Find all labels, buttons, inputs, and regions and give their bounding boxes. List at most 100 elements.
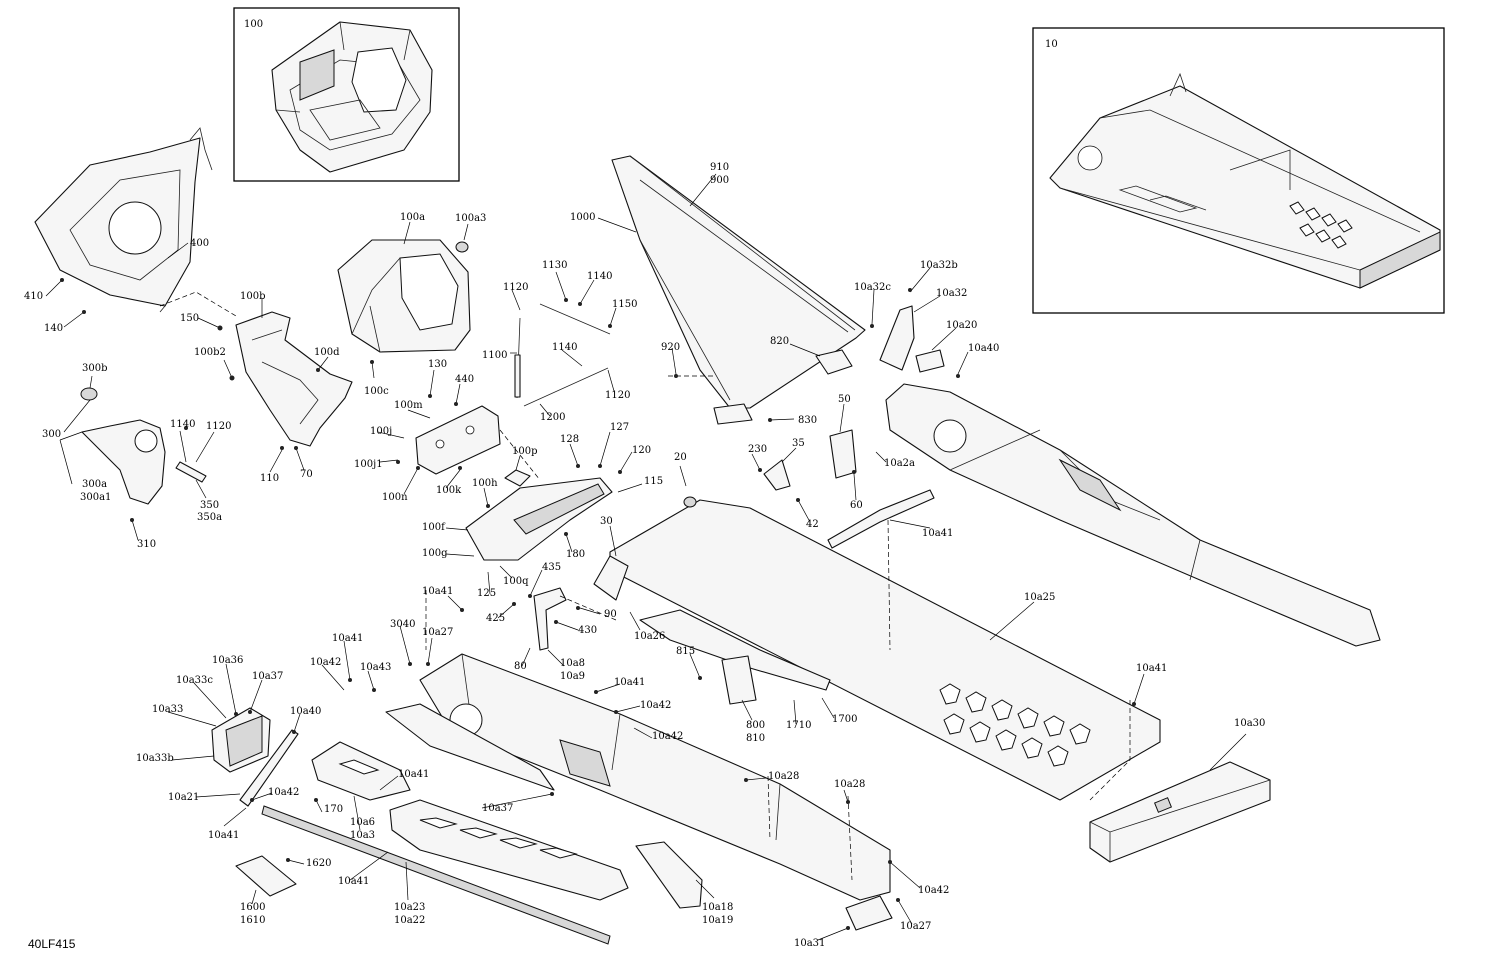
callout-label: 425 — [486, 613, 505, 624]
callout-label: 10a37 — [482, 803, 513, 814]
callout-label: 35 — [792, 438, 805, 449]
callout-label: 1600 — [240, 902, 265, 913]
callout-label: 1200 — [540, 412, 565, 423]
callout-label: 100p — [512, 446, 538, 457]
callout-label: 100a3 — [455, 213, 486, 224]
callout-label: 10a6 — [350, 817, 375, 828]
callout-label: 1620 — [306, 858, 331, 869]
callout-label: 230 — [748, 444, 767, 455]
callout-label: 1140 — [170, 419, 195, 430]
callout-label: 10a36 — [212, 655, 243, 666]
callout-label: 10a30 — [1234, 718, 1265, 729]
callout-label: 10a33b — [136, 753, 174, 764]
callout-label: 1130 — [542, 260, 567, 271]
callout-label: 1100 — [482, 350, 507, 361]
callout-label: 10a41 — [614, 677, 645, 688]
callout-label: 100b — [240, 291, 266, 302]
callout-label: 430 — [578, 625, 597, 636]
callout-label: 10a33c — [176, 675, 213, 686]
callout-label: 10a19 — [702, 915, 733, 926]
callout-label: 1140 — [587, 271, 612, 282]
callout-labels: 400 410 140 150 100b 100b2 100d 100c 100… — [24, 162, 1265, 949]
callout-label: 10a8 — [560, 658, 585, 669]
callout-label: 10a32c — [854, 282, 891, 293]
callout-label: 3040 — [390, 619, 415, 630]
callout-label: 100f — [422, 522, 446, 533]
callout-label: 10a28 — [834, 779, 865, 790]
callout-label: 10a41 — [398, 769, 429, 780]
callout-label: 10a42 — [268, 787, 299, 798]
callout-label: 10a32b — [920, 260, 958, 271]
fastener-dots — [60, 278, 1136, 930]
callout-label: 50 — [838, 394, 851, 405]
callout-label: 100b2 — [194, 347, 226, 358]
callout-label: 140 — [44, 323, 63, 334]
callout-label: 100k — [436, 485, 462, 496]
callout-label: 410 — [24, 291, 43, 302]
callout-label: 10a40 — [290, 706, 321, 717]
callout-label: 180 — [566, 549, 585, 560]
callout-label: 900 — [710, 175, 729, 186]
callout-label: 80 — [514, 661, 527, 672]
callout-label: 1120 — [503, 282, 528, 293]
callout-label: 830 — [798, 415, 817, 426]
callout-label: 100c — [364, 386, 389, 397]
callout-label: 810 — [746, 733, 765, 744]
callout-label: 1610 — [240, 915, 265, 926]
inset-tunnel: 10 — [1032, 27, 1445, 314]
leader-lines — [45, 173, 1247, 941]
callout-label: 920 — [661, 342, 680, 353]
callout-label: 100m — [394, 400, 423, 411]
callout-label: 70 — [300, 469, 313, 480]
callout-label: 1120 — [206, 421, 231, 432]
callout-label: 10a43 — [360, 662, 391, 673]
callout-label: 300a1 — [80, 492, 111, 503]
callout-label: 10a28 — [768, 771, 799, 782]
callout-label: 800 — [746, 720, 765, 731]
callout-label: 115 — [644, 476, 663, 487]
callout-label: 10a41 — [338, 876, 369, 887]
frame-inset-illustration — [271, 21, 433, 173]
document-code: 40LF415 — [28, 937, 76, 951]
callout-label: 10a41 — [922, 528, 953, 539]
callout-label: 300a — [82, 479, 107, 490]
callout-label: 350 — [200, 500, 219, 511]
callout-label: 10a18 — [702, 902, 733, 913]
callout-label: 10a42 — [652, 731, 683, 742]
callout-label: 10a33 — [152, 704, 183, 715]
inset-tunnel-label: 10 — [1045, 39, 1058, 50]
inset-frame: 100 — [233, 7, 460, 182]
callout-label: 10a41 — [208, 830, 239, 841]
callout-label: 10a3 — [350, 830, 375, 841]
callout-label: 1140 — [552, 342, 577, 353]
callout-label: 10a37 — [252, 671, 283, 682]
callout-label: 130 — [428, 359, 447, 370]
callout-label: 128 — [560, 434, 579, 445]
callout-label: 10a27 — [422, 627, 453, 638]
callout-label: 1700 — [832, 714, 857, 725]
callout-label: 1000 — [570, 212, 595, 223]
callout-label: 100q — [503, 576, 529, 587]
callout-label: 10a20 — [946, 320, 977, 331]
callout-label: 10a41 — [332, 633, 363, 644]
callout-label: 42 — [806, 519, 819, 530]
callout-label: 815 — [676, 646, 695, 657]
callout-label: 10a25 — [1024, 592, 1055, 603]
callout-label: 435 — [542, 562, 561, 573]
callout-label: 10a26 — [634, 631, 665, 642]
callout-label: 300b — [82, 363, 108, 374]
callout-label: 10a41 — [422, 586, 453, 597]
callout-label: 10a22 — [394, 915, 425, 926]
callout-label: 120 — [632, 445, 651, 456]
callout-label: 10a31 — [794, 938, 825, 949]
callout-label: 100h — [472, 478, 498, 489]
callout-label: 400 — [190, 238, 209, 249]
callout-label: 910 — [710, 162, 729, 173]
callout-label: 60 — [850, 500, 863, 511]
callout-label: 100j — [370, 426, 392, 437]
callout-label: 10a42 — [640, 700, 671, 711]
callout-label: 10a9 — [560, 671, 585, 682]
callout-label: 150 — [180, 313, 199, 324]
callout-label: 100n — [382, 492, 408, 503]
